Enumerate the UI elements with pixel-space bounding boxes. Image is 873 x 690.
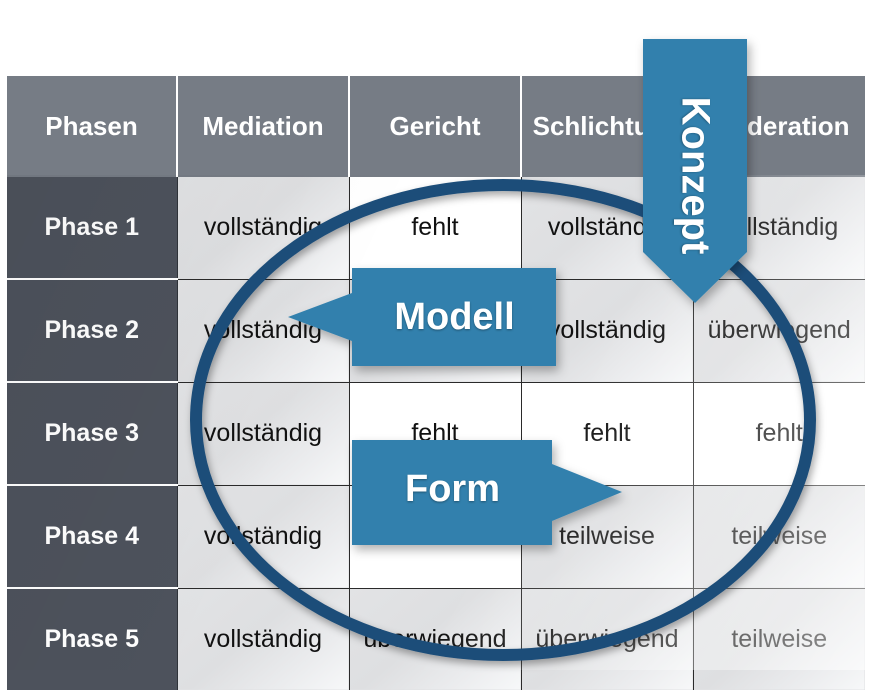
- cell-phase2-mediation: vollständig: [177, 279, 350, 383]
- cell-phase1-mediation: vollständig: [177, 177, 350, 280]
- row-header-phase-5: Phase 5: [7, 588, 178, 690]
- cell-phase1-gericht: fehlt: [349, 177, 522, 280]
- table-row: Phase 5 vollständig überwiegend überwieg…: [7, 588, 865, 690]
- konzept-arrow-label-text: Konzept: [673, 96, 718, 254]
- konzept-arrow-label: Konzept: [643, 60, 747, 290]
- modell-arrow-label: Modell: [394, 295, 515, 338]
- column-header-phasen: Phasen: [7, 76, 178, 177]
- column-header-gericht: Gericht: [349, 76, 522, 177]
- column-header-mediation: Mediation: [177, 76, 350, 177]
- row-header-phase-1: Phase 1: [7, 177, 178, 280]
- row-header-phase-3: Phase 3: [7, 382, 178, 486]
- cell-phase5-schlichtung: überwiegend: [521, 588, 694, 690]
- row-header-phase-4: Phase 4: [7, 485, 178, 589]
- cell-phase5-mediation: vollständig: [177, 588, 350, 690]
- cell-phase3-mediation: vollständig: [177, 382, 350, 486]
- cell-phase2-moderation: überwiegend: [693, 279, 865, 383]
- cell-phase4-mediation: vollständig: [177, 485, 350, 589]
- cell-phase4-moderation: teilweise: [693, 485, 865, 589]
- cell-phase3-moderation: fehlt: [693, 382, 865, 486]
- form-arrow-label: Form: [405, 467, 500, 510]
- row-header-phase-2: Phase 2: [7, 279, 178, 383]
- diagram-canvas: Phasen Mediation Gericht Schlichtung Mod…: [7, 39, 865, 690]
- cell-phase5-gericht: überwiegend: [349, 588, 522, 690]
- cell-phase5-moderation: teilweise: [693, 588, 865, 690]
